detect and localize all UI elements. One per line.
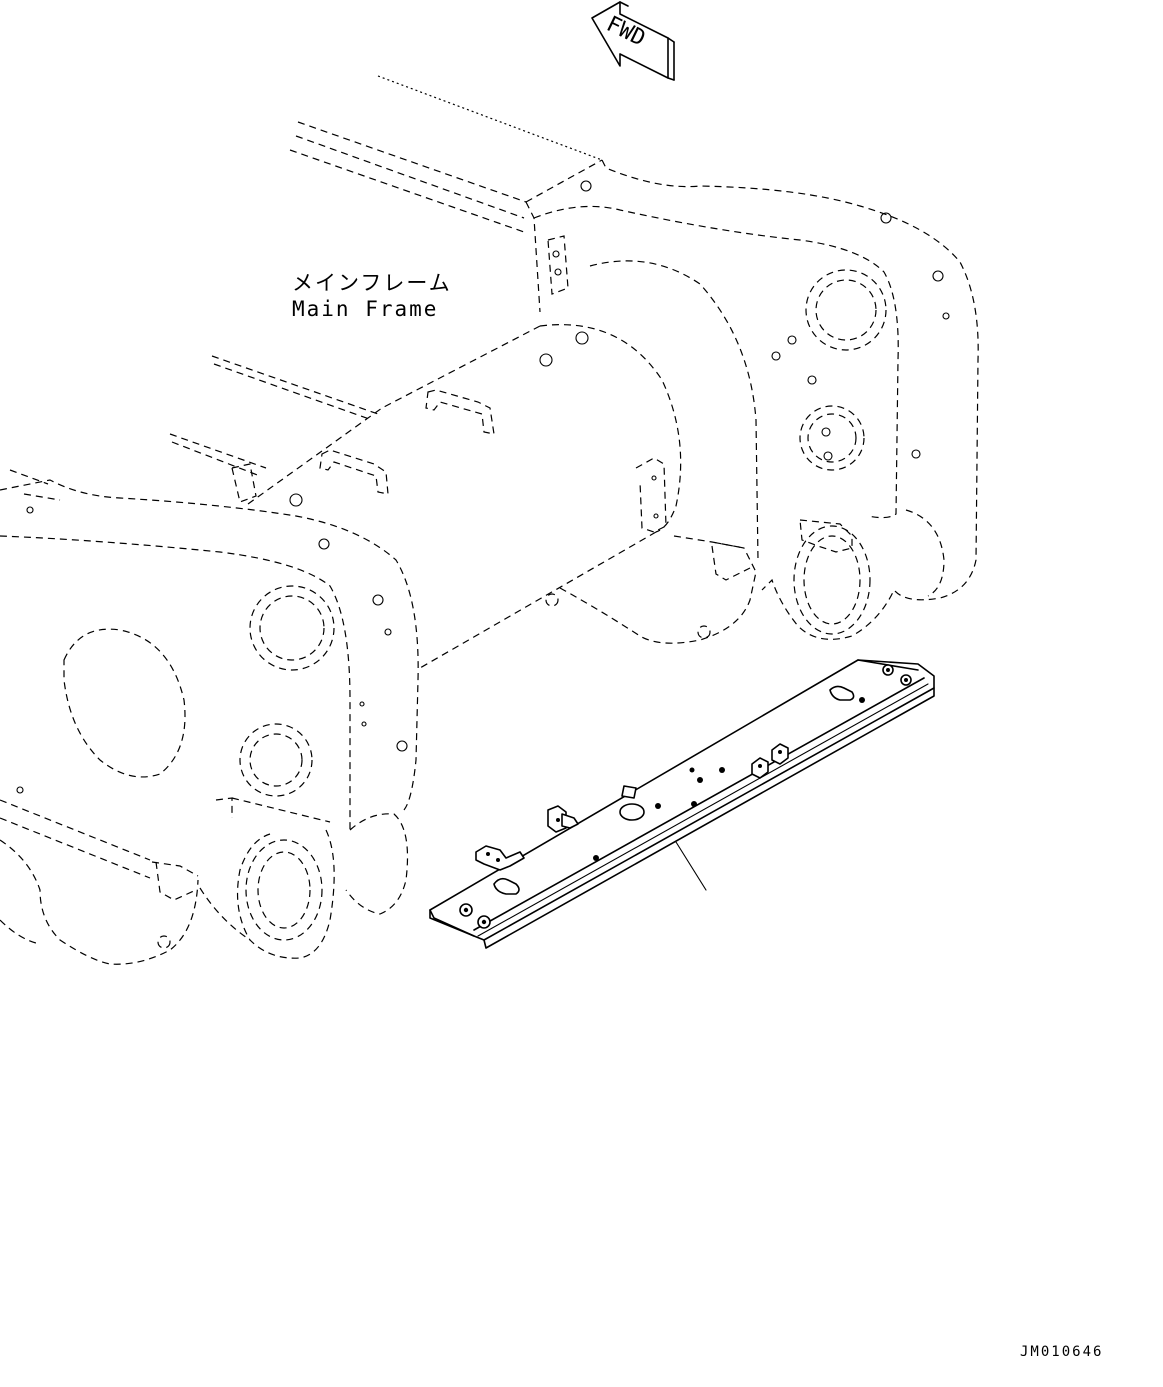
plate-leader-line (675, 841, 707, 891)
front-bracket (0, 479, 419, 965)
undercover-plate (429, 659, 935, 949)
rear-bracket (525, 159, 979, 640)
lower-block (545, 519, 853, 644)
main-frame-callout: メインフレーム Main Frame (292, 271, 452, 321)
main-frame-rails (9, 75, 603, 485)
drawing-code: JM010646 (1020, 1344, 1103, 1360)
main-frame-label-en: Main Frame (292, 297, 438, 321)
main-frame-label-jp: メインフレーム (292, 271, 452, 295)
forward-arrow-icon: FWD (591, 1, 675, 81)
frame-tube (231, 324, 682, 669)
